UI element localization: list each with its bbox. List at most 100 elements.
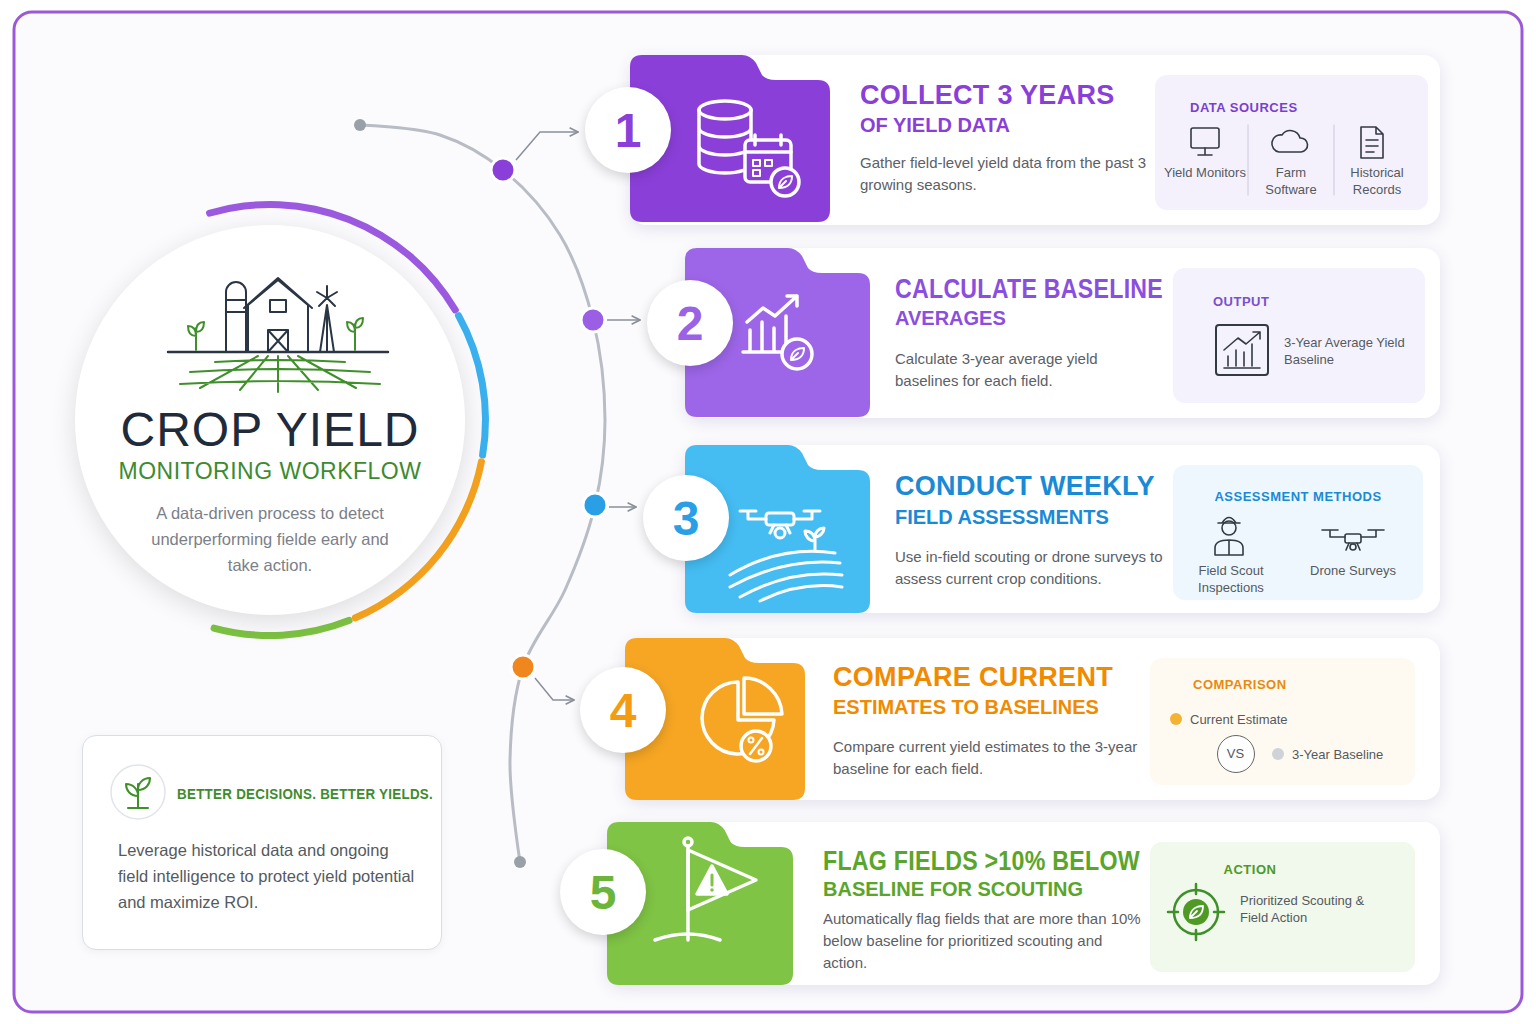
step-number-circle: 1	[585, 87, 671, 173]
panel-item: Yield Monitors	[1162, 164, 1248, 181]
note-body: Leverage historical data and ongoing fie…	[118, 837, 418, 915]
title-circle: CROP YIELDMONITORING WORKFLOW A data-driv…	[75, 225, 465, 615]
step-number: 5	[590, 865, 617, 920]
timeline-dots	[511, 655, 535, 679]
text-holder: A data-driven process to detect underper…	[135, 500, 405, 578]
panel-item: Prioritized Scouting & Field Action	[1240, 892, 1365, 926]
leader-arrows	[609, 506, 636, 508]
text-holder: Yield Monitors	[1162, 164, 1248, 181]
step-subheading: AVERAGES	[895, 307, 1006, 330]
text-holder: 4	[580, 667, 666, 753]
text-holder: ASSESSMENT METHODS	[1173, 487, 1423, 505]
text-holder: Historical Records	[1336, 164, 1418, 198]
text-holder: Leverage historical data and ongoing fie…	[118, 837, 418, 915]
subtitle-text: MONITORING WORKFLOW	[119, 458, 422, 485]
panel-item: Field Scout Inspections	[1186, 562, 1276, 596]
text-holder: Automatically flag fields that are more …	[823, 908, 1141, 974]
text-holder: FIELD ASSESSMENTS	[895, 506, 1109, 529]
leader-arrows	[535, 678, 574, 700]
panel-item: Drone Surveys	[1310, 562, 1396, 579]
timeline-ends	[514, 856, 526, 868]
panel-item: Historical Records	[1336, 164, 1418, 198]
title-text: CROP YIELD	[120, 402, 419, 457]
vs-text: VS	[1227, 746, 1244, 761]
side-panel: ASSESSMENT METHODS Field Scout Inspection…	[1173, 465, 1423, 600]
ring-segment	[211, 617, 353, 639]
panel-header: ACTION	[1224, 862, 1277, 877]
step-number-circle: 3	[643, 475, 729, 561]
step-card: FLAG FIELDS >10% BELOWBASELINE FOR SCOUT…	[607, 822, 1440, 985]
step-number: 1	[615, 103, 642, 158]
text-holder: 2	[647, 280, 733, 366]
text-holder: ACTION	[1190, 860, 1310, 878]
text-holder: DATA SOURCES	[1190, 98, 1298, 116]
text-holder: 5	[560, 849, 646, 935]
text-holder: CONDUCT WEEKLY	[895, 471, 1155, 502]
timeline-dots	[491, 158, 515, 182]
text-holder: COMPARE CURRENT	[833, 662, 1113, 693]
step-body: Gather field-level yield data from the p…	[860, 152, 1148, 196]
leader-arrows	[516, 132, 640, 700]
step-card: COLLECT 3 YEARS OF YIELD DATA Gather field…	[630, 55, 1440, 225]
side-panel: ACTION Prioritized Scouting & Field Actio…	[1150, 842, 1415, 972]
text-holder: COLLECT 3 YEARS	[860, 80, 1115, 111]
timeline-dots	[581, 308, 605, 332]
step-heading: FLAG FIELDS >10% BELOW	[823, 846, 1140, 877]
timeline-ends	[354, 119, 366, 131]
step-subheading: FIELD ASSESSMENTS	[895, 506, 1109, 529]
vs-circle: VS	[1217, 735, 1255, 773]
text-holder: VS	[1218, 736, 1253, 771]
step-card: CALCULATE BASELINEAVERAGES Calculate 3-ye…	[685, 248, 1440, 418]
page-frame	[14, 12, 1522, 1012]
step-number-circle: 2	[647, 280, 733, 366]
step-number: 2	[677, 296, 704, 351]
text-holder: OF YIELD DATA	[860, 114, 1010, 137]
step-subheading: ESTIMATES TO BASELINES	[833, 696, 1099, 719]
step-body: Use in-field scouting or drone surveys t…	[895, 546, 1167, 590]
panel-header: DATA SOURCES	[1190, 100, 1298, 115]
step-heading: CONDUCT WEEKLY	[895, 471, 1155, 502]
note-box: BETTER DECISIONS. BETTER YIELDS. Leverage…	[82, 735, 442, 950]
text-holder: Field Scout Inspections	[1186, 562, 1276, 596]
text-holder: COMPARISON	[1193, 675, 1287, 693]
side-panel: COMPARISON Current Estimate 3-Year Baselin…	[1150, 658, 1415, 785]
step-number: 3	[673, 491, 700, 546]
text-holder: 3-Year Baseline	[1292, 746, 1383, 763]
step-card: COMPARE CURRENT ESTIMATES TO BASELINES Com…	[625, 638, 1440, 800]
text-holder: Current Estimate	[1190, 711, 1288, 728]
side-panel: OUTPUT3-Year Average Yield Baseline	[1173, 268, 1425, 403]
text-holder: MONITORING WORKFLOW	[75, 458, 465, 485]
step-number-circle: 5	[560, 849, 646, 935]
text-holder: Use in-field scouting or drone surveys t…	[895, 546, 1167, 590]
note-heading: BETTER DECISIONS. BETTER YIELDS.	[177, 786, 433, 802]
text-holder: AVERAGES	[895, 307, 1006, 330]
panel-header: OUTPUT	[1213, 294, 1269, 309]
text-holder: BASELINE FOR SCOUTING	[823, 878, 1083, 901]
text-holder: BETTER DECISIONS. BETTER YIELDS.	[177, 785, 445, 803]
text-holder: FLAG FIELDS >10% BELOW	[823, 846, 1192, 877]
text-holder: CALCULATE BASELINE	[895, 274, 1207, 305]
panel-item: Current Estimate	[1190, 711, 1288, 728]
step-heading: COMPARE CURRENT	[833, 662, 1113, 693]
text-holder: Compare current yield estimates to the 3…	[833, 736, 1138, 780]
description-text: A data-driven process to detect underper…	[135, 500, 405, 578]
text-holder: OUTPUT	[1213, 292, 1269, 310]
step-body: Calculate 3-year average yield baselines…	[895, 348, 1163, 392]
step-body: Compare current yield estimates to the 3…	[833, 736, 1138, 780]
panel-header: ASSESSMENT METHODS	[1214, 489, 1381, 504]
panel-header: COMPARISON	[1193, 677, 1287, 692]
step-heading: COLLECT 3 YEARS	[860, 80, 1115, 111]
text-holder: Gather field-level yield data from the p…	[860, 152, 1148, 196]
step-number-circle: 4	[580, 667, 666, 753]
step-subheading: BASELINE FOR SCOUTING	[823, 878, 1083, 901]
side-panel: DATA SOURCES Yield MonitorsFarm SoftwareH…	[1155, 75, 1428, 210]
timeline-dots	[491, 158, 607, 679]
panel-item: Farm Software	[1250, 164, 1332, 198]
leader-arrows	[607, 319, 640, 321]
leader-arrows	[516, 132, 578, 160]
step-number: 4	[610, 683, 637, 738]
text-holder: Farm Software	[1250, 164, 1332, 198]
step-subheading: OF YIELD DATA	[860, 114, 1010, 137]
text-holder: Prioritized Scouting & Field Action	[1240, 892, 1365, 926]
